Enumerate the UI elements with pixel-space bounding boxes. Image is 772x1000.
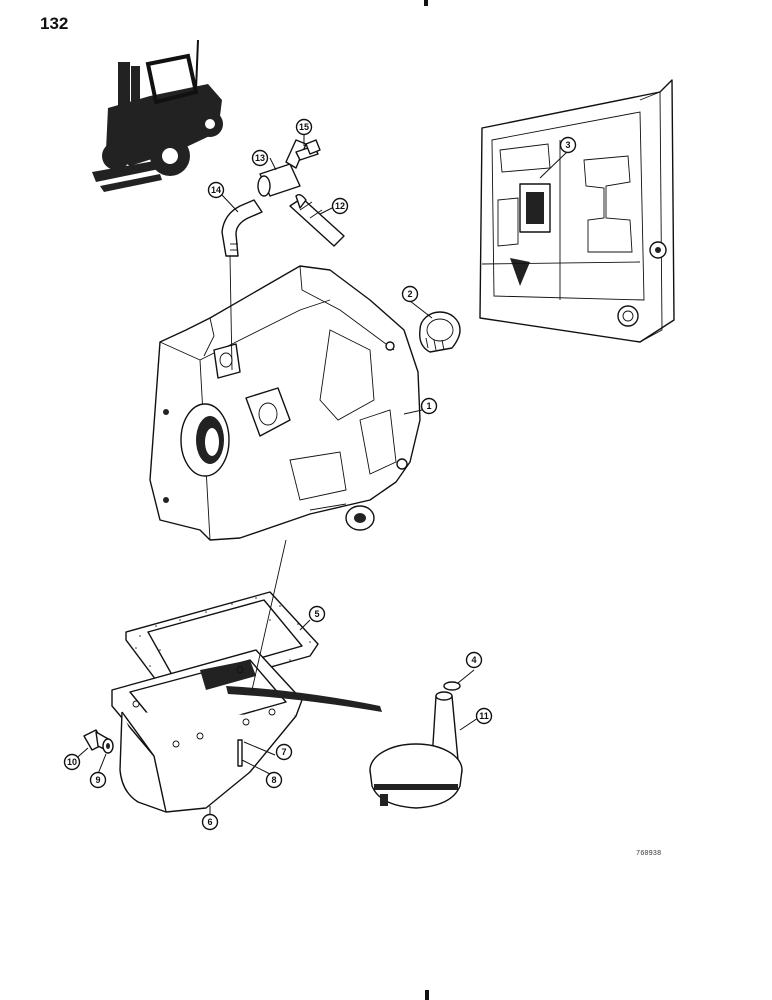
callout-11: 11 (475, 707, 493, 725)
callout-3: 3 (559, 136, 577, 154)
transmission-housing (149, 265, 421, 541)
o-ring (443, 681, 461, 691)
svg-text:10: 10 (67, 757, 77, 767)
alignment-line (251, 539, 287, 691)
callout-9: 9 (89, 771, 107, 789)
svg-text:5: 5 (314, 609, 319, 619)
svg-text:8: 8 (271, 775, 276, 785)
tee-fitting (257, 139, 307, 197)
bearing-cup (419, 311, 461, 353)
callout-8: 8 (265, 771, 283, 789)
oil-pan (111, 649, 303, 813)
callout-1: 1 (420, 397, 438, 415)
callout-10: 10 (63, 753, 81, 771)
drawing-reference-code: 760938 (636, 850, 662, 858)
svg-text:11: 11 (479, 711, 489, 721)
svg-text:7: 7 (281, 747, 286, 757)
callout-4: 4 (465, 651, 483, 669)
alignment-line-fitting (229, 255, 233, 371)
dowel-pin (237, 739, 243, 767)
callout-2: 2 (401, 285, 419, 303)
page-number: 132 (40, 14, 69, 33)
callout-12: 12 (331, 197, 349, 215)
callout-15: 15 (295, 118, 313, 136)
housing-inner-detail-view (479, 79, 675, 343)
registration-mark-top (424, 0, 428, 6)
svg-text:6: 6 (207, 817, 212, 827)
svg-text:15: 15 (299, 122, 309, 132)
callout-7: 7 (275, 743, 293, 761)
svg-text:14: 14 (211, 185, 221, 195)
suction-tube (226, 686, 382, 712)
callout-5: 5 (308, 605, 326, 623)
callout-6: 6 (201, 813, 219, 831)
svg-text:3: 3 (565, 140, 570, 150)
svg-text:12: 12 (335, 201, 345, 211)
nipple-fitting (295, 139, 321, 161)
svg-text:4: 4 (471, 655, 476, 665)
callout-13: 13 (251, 149, 269, 167)
oil-filter (369, 681, 463, 809)
svg-text:13: 13 (255, 153, 265, 163)
registration-mark-bottom (425, 990, 429, 1000)
svg-text:2: 2 (407, 289, 412, 299)
svg-text:9: 9 (95, 775, 100, 785)
forklift-truck-icon (92, 39, 223, 192)
svg-text:1: 1 (426, 401, 431, 411)
hose-adapter (289, 193, 345, 247)
elbow-fitting (221, 199, 263, 257)
callout-14: 14 (207, 181, 225, 199)
drain-plug-washer (102, 738, 114, 754)
